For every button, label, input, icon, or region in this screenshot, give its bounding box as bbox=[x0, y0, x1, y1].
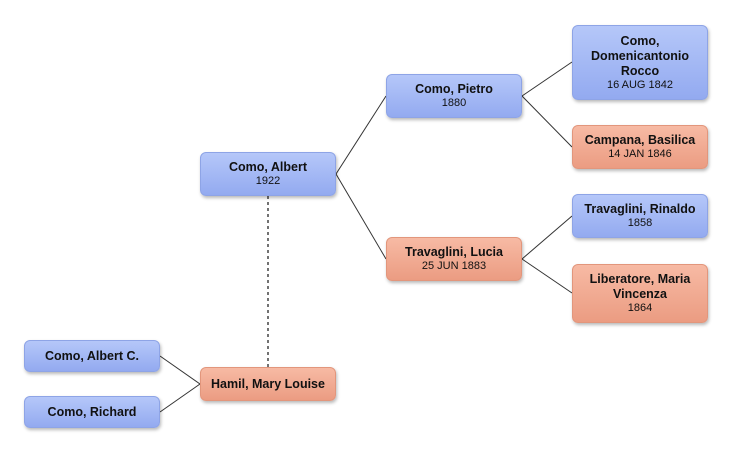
person-name: Hamil, Mary Louise bbox=[211, 376, 325, 391]
person-date: 14 JAN 1846 bbox=[608, 148, 672, 160]
line-albert-to-lucia bbox=[335, 173, 387, 260]
person-name: Como, Albert bbox=[228, 160, 307, 174]
person-date: 1880 bbox=[441, 97, 467, 109]
person-node-lucia[interactable]: Travaglini, Lucia 25 JUN 1883 bbox=[386, 237, 522, 281]
person-name: Como, Pietro bbox=[415, 82, 493, 96]
person-node-basilica[interactable]: Campana, Basilica 14 JAN 1846 bbox=[572, 125, 708, 169]
person-date: 1922 bbox=[255, 175, 281, 187]
person-date: 25 JUN 1883 bbox=[421, 260, 487, 272]
line-hamil-to-richard bbox=[159, 383, 201, 413]
person-node-albert-c[interactable]: Como, Albert C. bbox=[24, 340, 160, 372]
line-lucia-to-maria bbox=[521, 258, 573, 294]
person-name: Como, Domenicantonio Rocco bbox=[591, 33, 689, 78]
line-albert-to-pietro bbox=[335, 95, 387, 175]
person-node-maria-vincenza[interactable]: Liberatore, Maria Vincenza 1864 bbox=[572, 264, 708, 323]
person-name: Travaglini, Lucia bbox=[405, 245, 503, 259]
line-lucia-to-rinaldo bbox=[521, 215, 573, 260]
person-date: 1864 bbox=[627, 302, 653, 314]
person-node-albert[interactable]: Como, Albert 1922 bbox=[200, 152, 336, 196]
person-node-pietro[interactable]: Como, Pietro 1880 bbox=[386, 74, 522, 118]
person-name: Liberatore, Maria Vincenza bbox=[589, 272, 691, 301]
person-node-richard[interactable]: Como, Richard bbox=[24, 396, 160, 428]
person-node-rinaldo[interactable]: Travaglini, Rinaldo 1858 bbox=[572, 194, 708, 238]
line-pietro-to-domenico bbox=[521, 61, 573, 97]
person-name: Travaglini, Rinaldo bbox=[584, 202, 696, 216]
person-node-mary-louise[interactable]: Hamil, Mary Louise bbox=[200, 367, 336, 401]
person-name: Campana, Basilica bbox=[584, 133, 696, 147]
person-date: 16 AUG 1842 bbox=[606, 78, 674, 91]
line-pietro-to-basilica bbox=[521, 95, 573, 148]
person-name: Como, Richard bbox=[47, 404, 137, 419]
person-date: 1858 bbox=[627, 217, 653, 229]
person-name: Como, Albert C. bbox=[45, 348, 139, 363]
line-hamil-to-albertc bbox=[159, 355, 201, 385]
person-node-domenicantonio[interactable]: Como, Domenicantonio Rocco 16 AUG 1842 bbox=[572, 25, 708, 100]
